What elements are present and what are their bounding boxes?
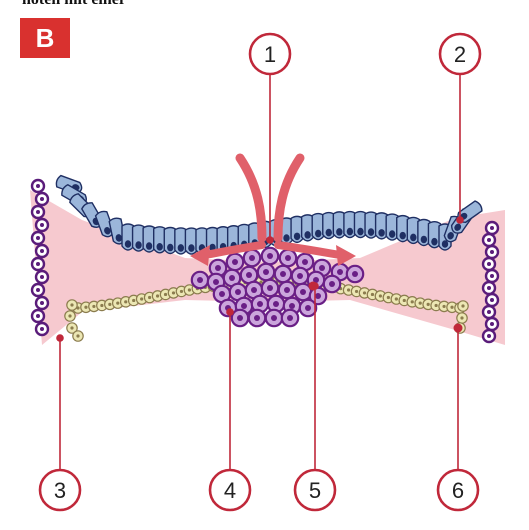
mesoderm-cell (300, 300, 316, 316)
trophoblast-cell (32, 206, 44, 218)
callout-number: 4 (224, 478, 236, 503)
callout-4: 4 (210, 470, 250, 510)
trophoblast-cell (32, 258, 44, 270)
mesoderm-cell (258, 264, 274, 280)
hypoblast-cell (67, 300, 77, 310)
mesoderm-cell (244, 250, 260, 266)
trophoblast-cell (32, 232, 44, 244)
mesoderm-cell (249, 310, 265, 326)
trophoblast-cell (36, 245, 48, 257)
callout-number: 1 (264, 42, 276, 67)
trophoblast-cell (483, 258, 495, 270)
callout-number: 3 (54, 478, 66, 503)
trophoblast-cell (32, 310, 44, 322)
callout-5: 5 (295, 470, 335, 510)
trophoblast-cell (36, 323, 48, 335)
trophoblast-cell (486, 318, 498, 330)
callout-number: 5 (309, 478, 321, 503)
callout-dot-3 (56, 334, 64, 342)
callout-2: 2 (440, 34, 480, 74)
trophoblast-cell (483, 330, 495, 342)
mesoderm-cell (232, 310, 248, 326)
trophoblast-cell (36, 219, 48, 231)
mesoderm-cell (262, 280, 278, 296)
hypoblast-cell (65, 311, 75, 321)
callout-number: 6 (452, 478, 464, 503)
trophoblast-cell (36, 193, 48, 205)
mesoderm-cell (275, 266, 291, 282)
mesoderm-cell (266, 310, 282, 326)
mesoderm-cell (347, 266, 363, 282)
trophoblast-cell (486, 246, 498, 258)
callout-dot-2 (456, 216, 464, 224)
trophoblast-cell (486, 270, 498, 282)
callout-1: 1 (250, 34, 290, 74)
trophoblast-cell (486, 222, 498, 234)
callout-dot-1 (266, 236, 274, 244)
hypoblast-cell (73, 331, 83, 341)
mesoderm-cell (280, 250, 296, 266)
mesoderm-cell (292, 268, 308, 284)
trophoblast-cell (36, 297, 48, 309)
callout-dot-5 (311, 282, 319, 290)
trophoblast-cell (36, 271, 48, 283)
trophoblast-cell (483, 282, 495, 294)
mesoderm-cell (192, 272, 208, 288)
callout-6: 6 (438, 470, 478, 510)
trophoblast-cell (486, 294, 498, 306)
mesoderm-cell (324, 276, 340, 292)
mesoderm-cell (227, 254, 243, 270)
trophoblast-cell (483, 306, 495, 318)
trophoblast-cell (483, 234, 495, 246)
trophoblast-cell (32, 180, 44, 192)
hypoblast-cell (458, 301, 468, 311)
mesoderm-cell (279, 282, 295, 298)
callout-dot-6 (454, 324, 462, 332)
callout-number: 2 (454, 42, 466, 67)
mesoderm-cell (282, 310, 298, 326)
hypoblast-cell (457, 313, 467, 323)
mesoderm-cell (262, 248, 278, 264)
callout-3: 3 (40, 470, 80, 510)
callout-dot-4 (226, 308, 234, 316)
trophoblast-cell (32, 284, 44, 296)
